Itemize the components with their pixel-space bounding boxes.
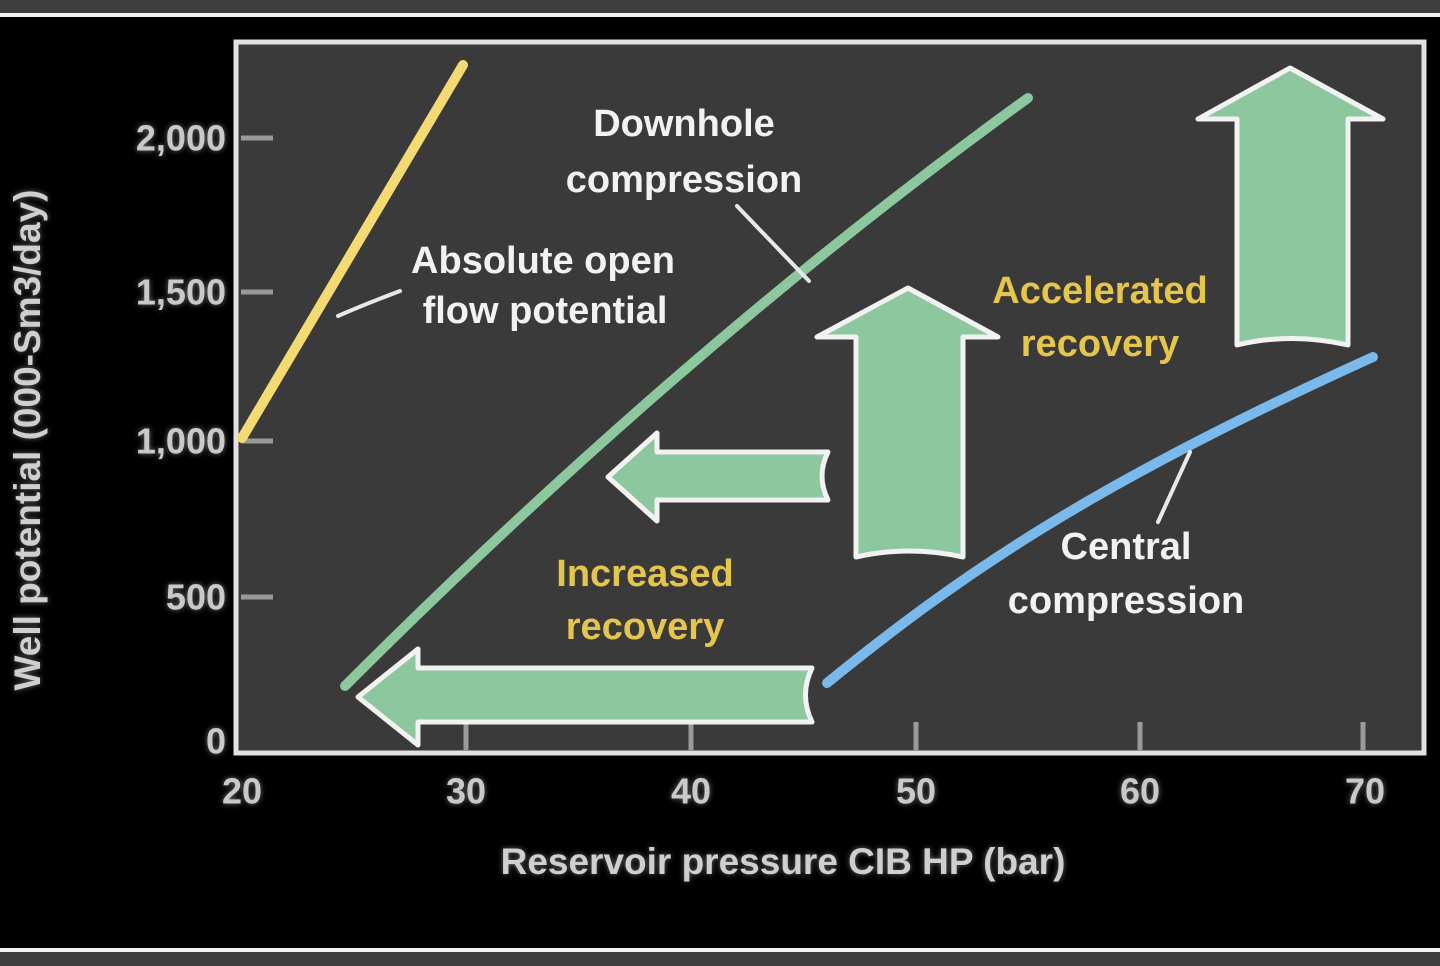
y-axis-title: Well potential (000-Sm3/day) [7,190,48,691]
central-leader-line [1156,450,1192,524]
y-axis-tick-labels: 2,000 1,500 1,000 500 0 [136,118,226,762]
accelerated-recovery-label-line2: recovery [1021,323,1179,365]
aof-label-line1: Absolute open [411,240,675,282]
y-axis-ticks [241,135,273,600]
x-tick-label-40: 40 [671,771,711,812]
downhole-compression-label-line2: compression [566,159,803,201]
increased-recovery-label-line2: recovery [566,606,724,648]
x-tick-label-50: 50 [896,771,936,812]
accelerated-recovery-arrow-right-up [1195,65,1386,348]
central-compression-label-line1: Central [1061,526,1192,568]
central-compression-curve [822,352,1378,688]
y-tick-label-500: 500 [166,577,226,618]
top-band [0,0,1440,13]
aof-leader-line [336,289,402,318]
accelerated-recovery-arrow-middle-up [814,285,1001,560]
downhole-compression-label-line1: Downhole [593,103,775,145]
y-tick-label-2000: 2,000 [136,118,226,159]
y-tick-label-1000: 1,000 [136,421,226,462]
increased-recovery-label-line1: Increased [556,553,733,595]
bottom-band [0,952,1440,966]
x-tick-label-70: 70 [1345,771,1385,812]
increased-recovery-arrow-long-left [355,646,815,748]
x-axis-tick-labels: 20 30 40 50 60 70 [222,771,1385,812]
downhole-compression-curve [340,93,1033,691]
recovery-arrows [355,65,1386,748]
aof-curve [237,60,468,443]
y-tick-label-0: 0 [206,721,226,762]
top-band-divider [0,13,1440,17]
x-tick-label-30: 30 [446,771,486,812]
x-tick-label-60: 60 [1120,771,1160,812]
aof-label-line2: flow potential [423,290,668,332]
x-axis-title: Reservoir pressure CIB HP (bar) [501,841,1066,882]
x-tick-label-20: 20 [222,771,262,812]
downhole-leader-line [735,204,811,283]
central-compression-label-line2: compression [1008,580,1245,622]
accelerated-recovery-label-line1: Accelerated [992,270,1207,312]
increased-recovery-arrow-short-left [605,430,831,524]
y-tick-label-1500: 1,500 [136,272,226,313]
x-axis-ticks [463,722,1366,750]
plot-area [233,39,1427,756]
bottom-band-divider [0,948,1440,952]
